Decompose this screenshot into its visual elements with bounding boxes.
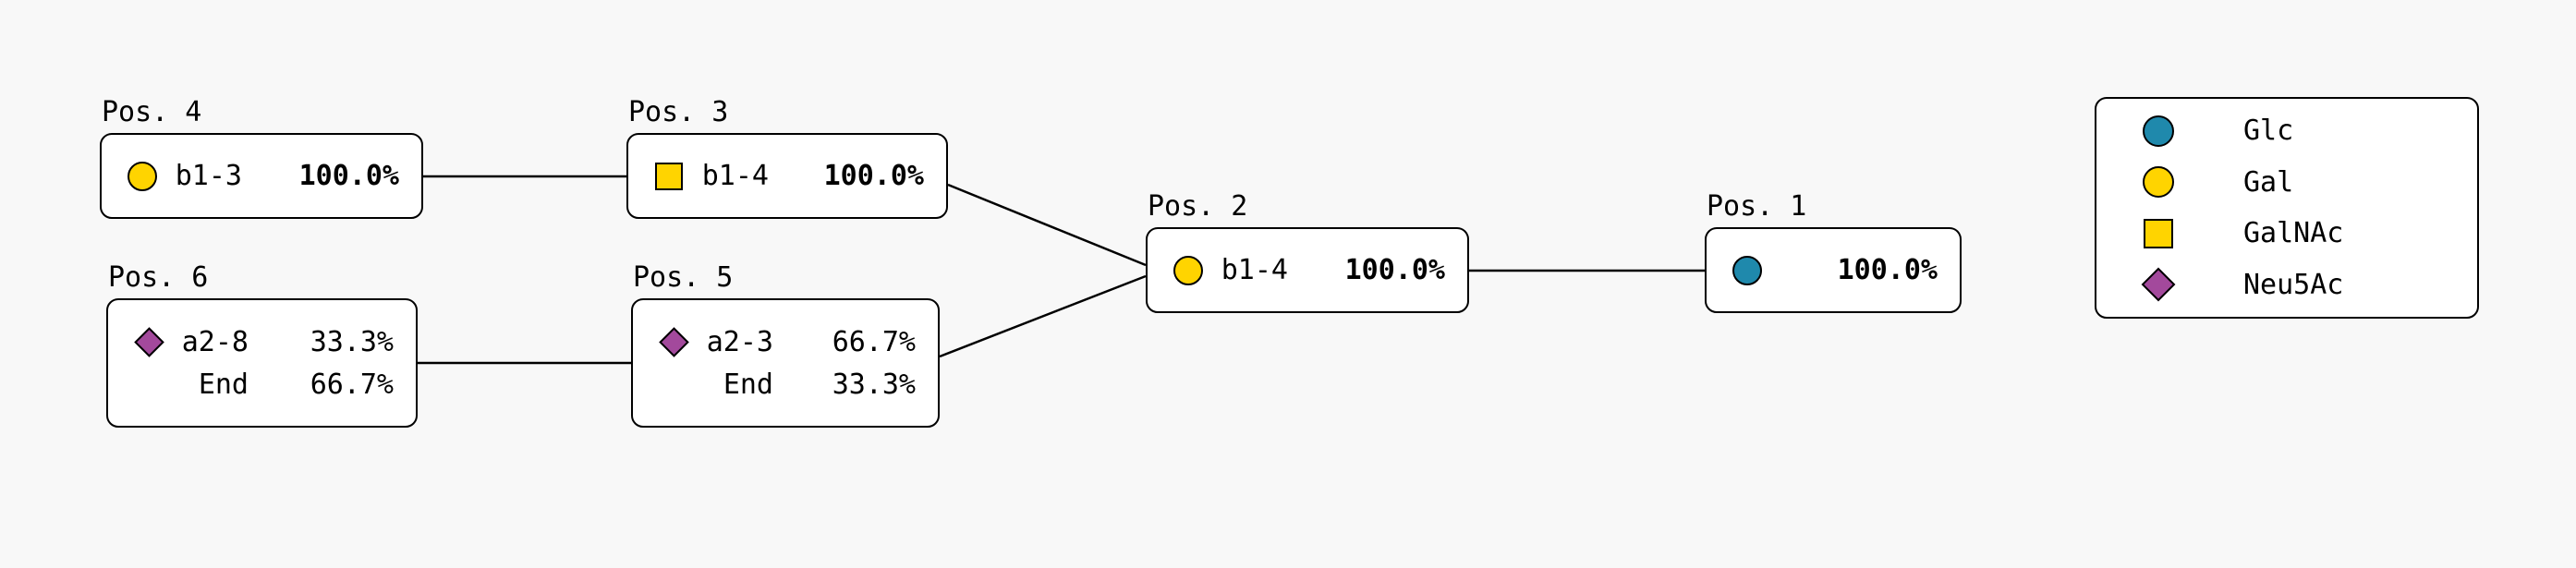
icon-slot <box>2138 218 2179 248</box>
edge-pos3-pos2 <box>947 183 1147 267</box>
node-row: a2-3 66.7% <box>655 320 916 363</box>
node-row: End 66.7% <box>130 363 394 405</box>
percent-text: 33.3% <box>310 325 394 358</box>
neu5ac-diamond-icon <box>133 326 164 357</box>
node-pos1: 100.0% <box>1705 227 1962 313</box>
glc-circle-icon <box>2143 115 2174 147</box>
percent-text: 66.7% <box>832 325 916 358</box>
glc-circle-icon <box>1732 255 1762 285</box>
percent-text: 33.3% <box>832 368 916 401</box>
icon-slot <box>2138 267 2179 302</box>
icon-slot <box>2138 166 2179 199</box>
neu5ac-diamond-icon <box>658 326 689 357</box>
node-label-pos2: Pos. 2 <box>1148 190 1248 223</box>
icon-slot <box>124 161 161 191</box>
percent-text: 100.0% <box>1837 254 1938 286</box>
node-row: b1-4 100.0% <box>1170 249 1445 292</box>
linkage-text: a2-3 <box>706 325 773 358</box>
icon-slot <box>2138 115 2179 147</box>
linkage-text: a2-8 <box>181 325 249 358</box>
legend-row: Glc <box>2096 106 2477 156</box>
legend-label: GalNAc <box>2243 217 2344 250</box>
galnac-square-icon <box>655 162 683 190</box>
icon-slot <box>655 326 692 357</box>
icon-slot <box>1170 255 1207 285</box>
legend-label: Glc <box>2243 115 2294 148</box>
icon-slot <box>650 162 687 190</box>
percent-text: 100.0% <box>823 160 924 192</box>
node-label-pos4: Pos. 4 <box>102 96 202 128</box>
node-row: 100.0% <box>1729 249 1938 292</box>
legend-label: Neu5Ac <box>2243 268 2344 301</box>
linkage-text: b1-4 <box>701 160 769 192</box>
node-pos2: b1-4 100.0% <box>1146 227 1469 313</box>
linkage-text: End <box>723 368 773 401</box>
linkage-text: b1-4 <box>1221 254 1288 286</box>
node-label-pos3: Pos. 3 <box>628 96 729 128</box>
node-label-pos1: Pos. 1 <box>1707 190 1807 223</box>
node-row: b1-4 100.0% <box>650 155 924 198</box>
node-pos4: b1-3 100.0% <box>100 133 423 219</box>
node-label-pos6: Pos. 6 <box>108 261 209 294</box>
legend-label: Gal <box>2243 165 2294 199</box>
node-pos6: a2-8 33.3% End 66.7% <box>106 298 418 428</box>
neu5ac-diamond-icon <box>2141 267 2176 302</box>
node-label-pos5: Pos. 5 <box>633 261 734 294</box>
legend-row: Gal <box>2096 157 2477 207</box>
icon-slot <box>130 326 167 357</box>
node-row: b1-3 100.0% <box>124 155 399 198</box>
node-pos3: b1-4 100.0% <box>626 133 948 219</box>
node-pos5: a2-3 66.7% End 33.3% <box>631 298 940 428</box>
icon-slot <box>1729 255 1766 285</box>
percent-text: 100.0% <box>298 160 399 192</box>
gal-circle-icon <box>2143 166 2174 199</box>
linkage-text: b1-3 <box>175 160 242 192</box>
gal-circle-icon <box>1173 255 1203 285</box>
legend-row: GalNAc <box>2096 209 2477 259</box>
legend: Glc Gal GalNAc Neu5Ac <box>2095 97 2479 319</box>
legend-row: Neu5Ac <box>2096 260 2477 309</box>
node-row: a2-8 33.3% <box>130 320 394 363</box>
linkage-text: End <box>198 368 249 401</box>
galnac-square-icon <box>2144 218 2173 248</box>
node-row: End 33.3% <box>655 363 916 405</box>
gal-circle-icon <box>128 161 157 191</box>
percent-text: 100.0% <box>1344 254 1445 286</box>
percent-text: 66.7% <box>310 368 394 401</box>
edge-pos5-pos2 <box>939 274 1147 358</box>
